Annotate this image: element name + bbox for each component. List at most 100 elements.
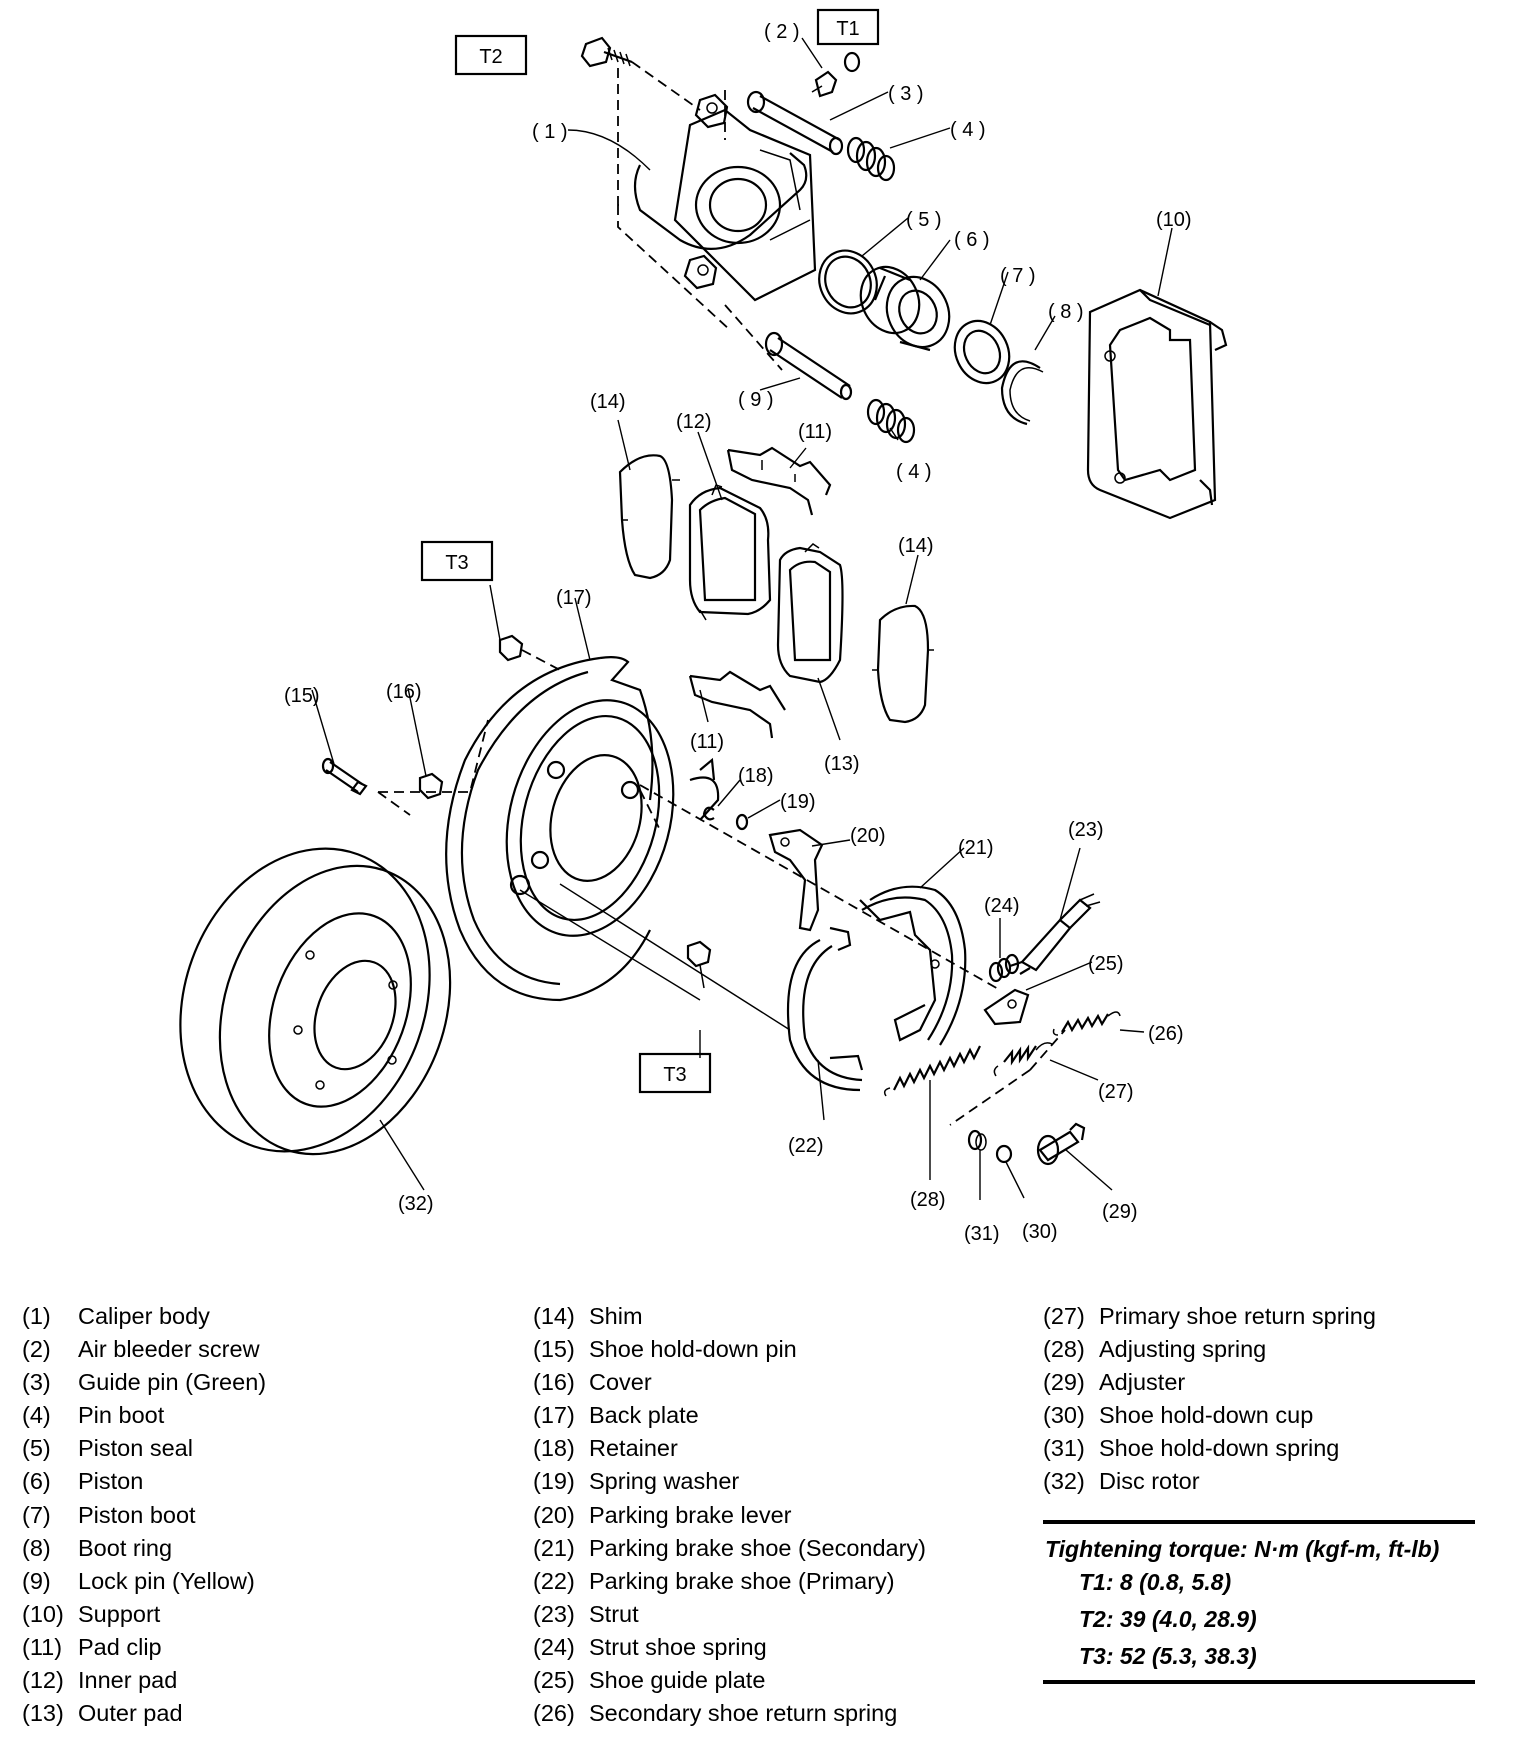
- legend-part-name: Spring washer: [589, 1468, 740, 1495]
- legend-part-name: Caliper body: [78, 1303, 210, 1329]
- legend-item: (31)Shoe hold-down spring: [1043, 1432, 1376, 1465]
- legend-item: (18) Retainer: [533, 1432, 926, 1465]
- t1-label-box: T1: [816, 8, 880, 46]
- legend-column-3: (27) Primary shoe return spring (28)Adjust…: [1043, 1300, 1376, 1499]
- legend-number: (22): [533, 1567, 575, 1594]
- air-bleeder-screw: [811, 51, 861, 98]
- leader-lines: [311, 37, 1173, 1200]
- legend-item: (22) Parking brake shoe (Primary): [533, 1565, 926, 1598]
- callout-24: (24): [984, 895, 1020, 917]
- legend-number: (1): [22, 1303, 51, 1329]
- legend-item: (28)Adjusting spring: [1043, 1333, 1376, 1366]
- tightening-torque-box: Tightening torque: N·m (kgf-m, ft-lb) T1…: [1043, 1520, 1475, 1684]
- legend-item: (23)Strut: [533, 1598, 926, 1631]
- strut-shoe-spring: [988, 953, 1020, 983]
- legend-item: (12)Inner pad: [22, 1664, 266, 1697]
- torque-bottom-rule: [1043, 1680, 1475, 1684]
- legend-part-name: Shoe hold-down pin: [589, 1336, 797, 1363]
- legend-part-name: Parking brake lever: [589, 1501, 792, 1528]
- legend-part-name: Cover: [589, 1369, 652, 1396]
- legend-part-name: Adjuster: [1099, 1369, 1186, 1396]
- legend-part-name: Piston: [78, 1468, 144, 1495]
- adjuster: [1036, 1122, 1086, 1166]
- pin-boot-lower: [866, 398, 916, 444]
- boot-ring: [1000, 360, 1041, 426]
- callout-28: (28): [910, 1189, 946, 1211]
- secondary-shoe-return-spring: [1052, 1011, 1121, 1036]
- shim-left: [618, 454, 674, 580]
- legend-part-name: Shoe hold-down spring: [1099, 1435, 1340, 1462]
- legend-number: (12): [22, 1667, 64, 1694]
- legend-number: (5): [22, 1435, 51, 1462]
- disc-rotor: [179, 847, 452, 1156]
- callout-13: (13): [824, 753, 860, 775]
- legend-item: (5) Piston seal: [22, 1432, 266, 1465]
- legend-part-name: Support: [78, 1600, 161, 1627]
- parking-brake-shoe-primary: [786, 926, 864, 1092]
- legend-part-name: Primary shoe return spring: [1099, 1303, 1376, 1329]
- legend-number: (27): [1043, 1303, 1085, 1329]
- legend-part-name: Air bleeder screw: [78, 1336, 260, 1363]
- torque-title: Tightening torque: N·m (kgf-m, ft-lb): [1045, 1536, 1440, 1562]
- callout-16: (16): [386, 681, 422, 703]
- legend-number: (32): [1043, 1468, 1085, 1495]
- legend-number: (25): [533, 1667, 575, 1694]
- svg-text:T1: T1: [836, 18, 859, 40]
- legend-item: (27) Primary shoe return spring: [1043, 1300, 1376, 1333]
- legend-number: (16): [533, 1369, 575, 1396]
- callout-17: (17): [556, 587, 592, 609]
- callout-12: (12): [676, 411, 712, 433]
- legend-number: (8): [22, 1534, 51, 1561]
- caliper-body: [633, 93, 817, 302]
- legend-item: (9)Lock pin (Yellow): [22, 1565, 266, 1598]
- legend-item: (32)Disc rotor: [1043, 1465, 1376, 1498]
- callout-11-upper: (11): [798, 421, 832, 443]
- t3-label-box-upper: T3: [420, 540, 494, 582]
- legend-number: (29): [1043, 1369, 1085, 1396]
- legend-item: (16) Cover: [533, 1366, 926, 1399]
- legend-part-name: Parking brake shoe (Primary): [589, 1567, 895, 1594]
- torque-t3: T3: 52 (5.3, 38.3): [1079, 1643, 1257, 1669]
- callout-21: (21): [958, 837, 994, 859]
- callout-5: ( 5 ): [906, 209, 942, 231]
- legend-part-name: Retainer: [589, 1435, 678, 1462]
- callout-31: (31): [964, 1223, 1000, 1245]
- legend-part-name: Back plate: [589, 1402, 699, 1429]
- t3-label-box-lower: T3: [638, 1052, 712, 1094]
- legend-number: (26): [533, 1700, 575, 1727]
- legend-part-name: Piston seal: [78, 1435, 193, 1462]
- callout-8: ( 8 ): [1048, 301, 1084, 323]
- callout-30: (30): [1022, 1221, 1058, 1243]
- legend-number: (15): [533, 1336, 575, 1363]
- legend-item: (1) Caliper body: [22, 1300, 266, 1333]
- legend-item: (3)Guide pin (Green): [22, 1366, 266, 1399]
- inner-pad: [688, 484, 772, 621]
- legend-number: (6): [22, 1468, 51, 1495]
- legend-item: (21)Parking brake shoe (Secondary): [533, 1532, 926, 1565]
- legend-column-2: (14)Shim(15)Shoe hold-down pin(16)Cover(…: [533, 1300, 926, 1730]
- legend-part-name: Strut shoe spring: [589, 1633, 767, 1660]
- legend-part-name: Strut: [589, 1600, 639, 1627]
- svg-text:T2: T2: [479, 46, 502, 68]
- pad-clip-lower: [688, 670, 786, 739]
- legend-number: (20): [533, 1501, 575, 1528]
- legend-item: (30)Shoe hold-down cup: [1043, 1399, 1376, 1432]
- torque-t1: T1: 8 (0.8, 5.8): [1079, 1569, 1232, 1595]
- legend-item: (26)Secondary shoe return spring: [533, 1697, 926, 1730]
- parking-brake-shoe-secondary: [859, 885, 967, 1046]
- legend-part-name: Lock pin (Yellow): [78, 1567, 255, 1594]
- piston-boot: [953, 319, 1011, 385]
- legend-item: (25)Shoe guide plate: [533, 1664, 926, 1697]
- shoe-hold-down-cup: [995, 1144, 1013, 1164]
- legend-number: (18): [533, 1435, 575, 1462]
- legend-part-name: Shim: [589, 1303, 643, 1329]
- legend-part-name: Boot ring: [78, 1534, 173, 1561]
- legend-number: (7): [22, 1501, 51, 1528]
- piston: [859, 265, 951, 352]
- legend-part-name: Outer pad: [78, 1700, 183, 1727]
- callout-15: (15): [284, 685, 320, 707]
- callout-23: (23): [1068, 819, 1104, 841]
- callout-32: (32): [398, 1193, 434, 1215]
- legend-part-name: Shoe hold-down cup: [1099, 1402, 1314, 1429]
- legend-item: (17)Back plate: [533, 1399, 926, 1432]
